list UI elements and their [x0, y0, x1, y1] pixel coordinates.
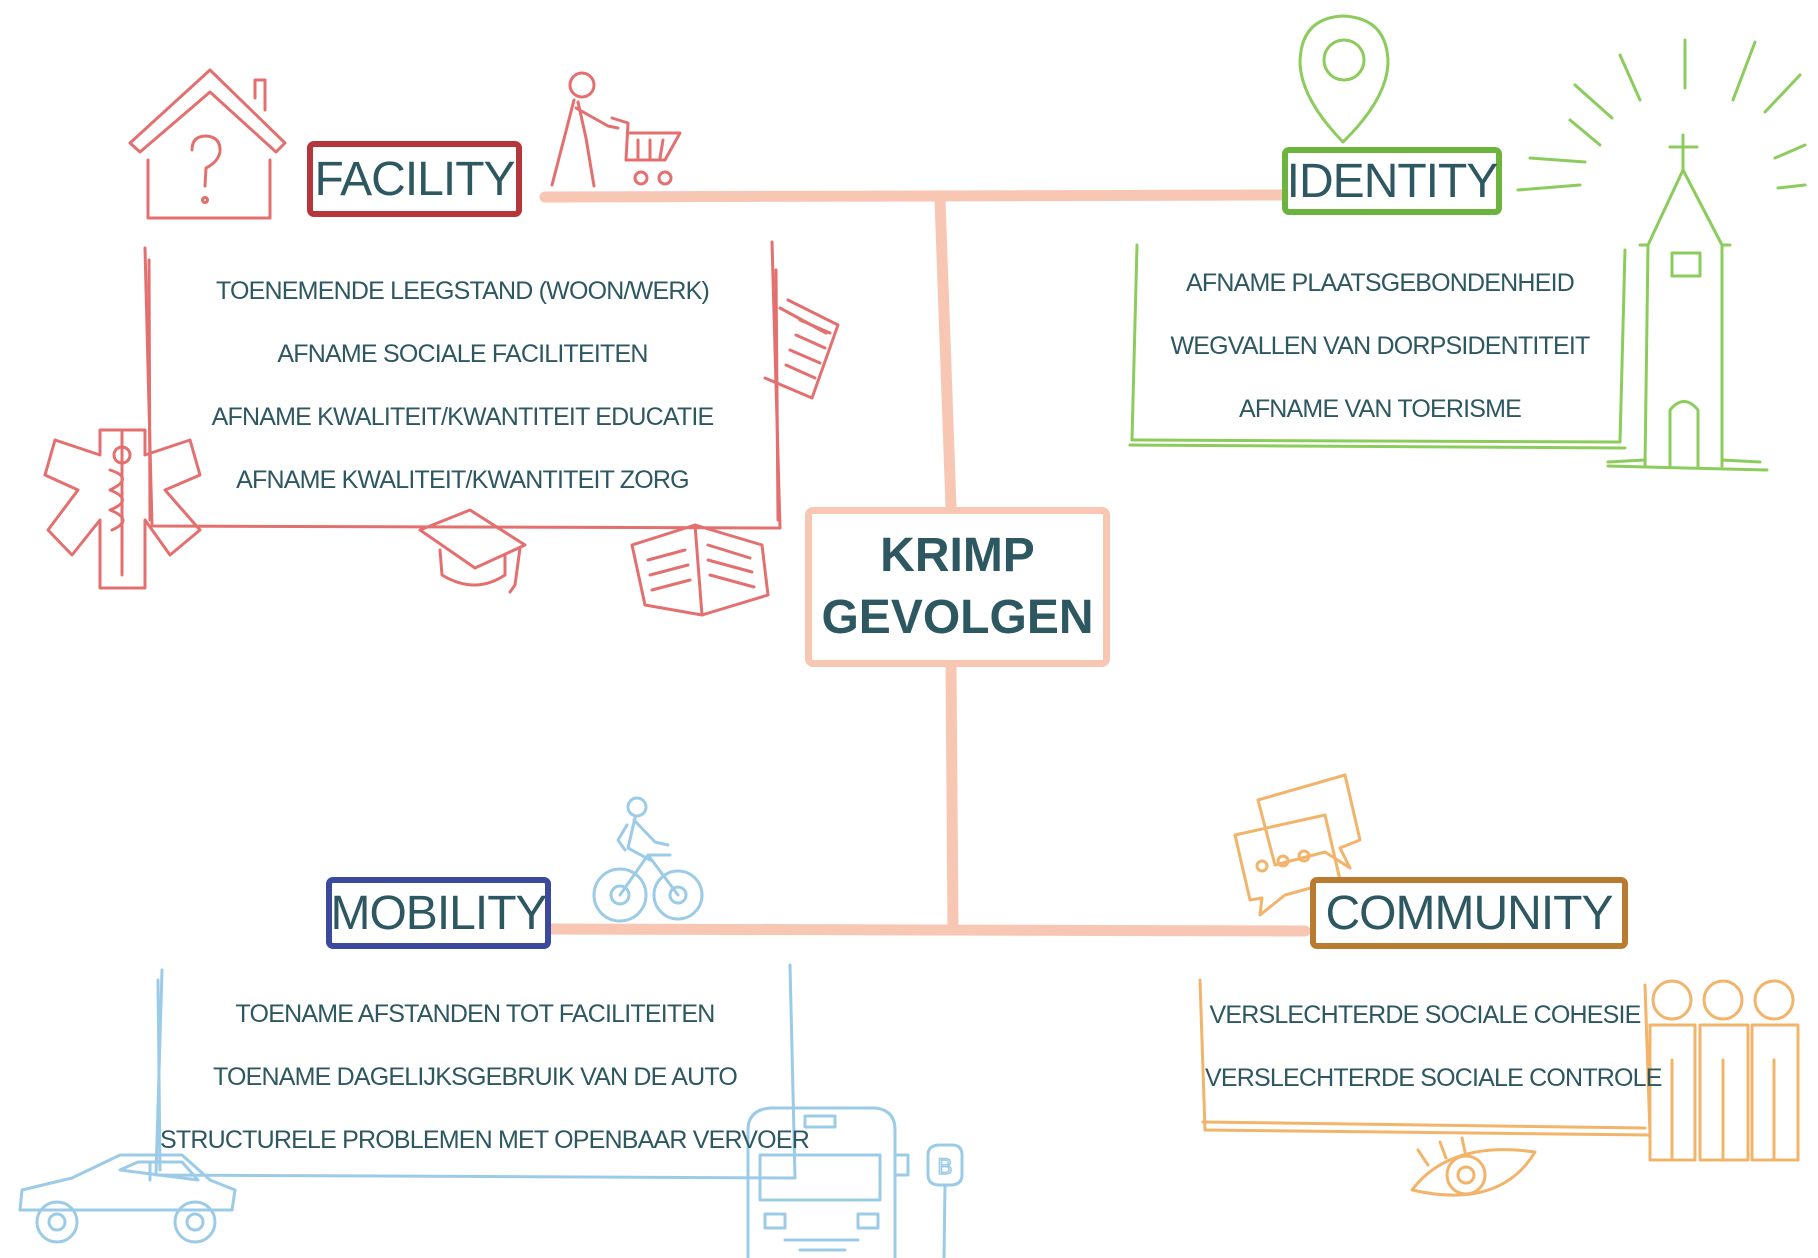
- mobility-label: MOBILITY: [326, 877, 551, 949]
- mobility-item: STRUCTURELE PROBLEMEN MET OPENBAAR VERVO…: [160, 1126, 810, 1154]
- community-panel-frame: [1198, 978, 1652, 1137]
- community-label-text: COMMUNITY: [1325, 886, 1614, 940]
- center-title-line2: GEVOLGEN: [821, 591, 1094, 644]
- identity-label-text: IDENTITY: [1286, 154, 1499, 208]
- mobility-item: TOENAME AFSTANDEN TOT FACILITEITEN: [235, 1000, 716, 1028]
- connector-lines: [539, 189, 1311, 937]
- eye-icon: [1410, 1136, 1537, 1197]
- shopper-cart-icon: [550, 71, 682, 188]
- open-book-icon: [630, 523, 770, 617]
- identity-label: IDENTITY: [1282, 147, 1502, 215]
- mobility-item: TOENAME DAGELIJKSGEBRUIK VAN DE AUTO: [212, 1063, 738, 1091]
- speech-bubbles-icon: [1233, 773, 1362, 917]
- mobility-label-text: MOBILITY: [330, 886, 547, 940]
- community-item: VERSLECHTERDE SOCIALE COHESIE: [1209, 1001, 1641, 1029]
- mobility-items: TOENAME AFSTANDEN TOT FACILITEITEN TOENA…: [160, 983, 810, 1172]
- church-rays: [1516, 38, 1807, 192]
- community-label: COMMUNITY: [1310, 877, 1628, 949]
- cyclist-icon: [592, 796, 704, 923]
- facility-label-text: FACILITY: [314, 152, 515, 206]
- facility-item: AFNAME SOCIALE FACILITEITEN: [277, 340, 648, 368]
- facility-item: AFNAME KWALITEIT/KWANTITEIT EDUCATIE: [211, 403, 715, 431]
- center-node: KRIMP GEVOLGEN: [805, 507, 1110, 667]
- identity-item: AFNAME PLAATSGEBONDENHEID: [1186, 269, 1575, 297]
- mobility-panel-frame: [154, 963, 797, 1180]
- identity-item: WEGVALLEN VAN DORPSIDENTITEIT: [1170, 332, 1590, 360]
- facility-items: TOENEMENDE LEEGSTAND (WOON/WERK) AFNAME …: [160, 260, 765, 512]
- facility-item: TOENEMENDE LEEGSTAND (WOON/WERK): [216, 277, 710, 305]
- bus-stop-letter: B: [938, 1154, 953, 1179]
- facility-label: FACILITY: [307, 141, 522, 217]
- newspaper-icon: [763, 298, 840, 400]
- house-question-icon: [128, 68, 287, 220]
- community-item: VERSLECHTERDE SOCIALE CONTROLE: [1205, 1064, 1662, 1092]
- identity-panel-frame: [1128, 243, 1627, 450]
- bus-stop-icon: [926, 1143, 964, 1258]
- facility-item: AFNAME KWALITEIT/KWANTITEIT ZORG: [236, 466, 689, 494]
- identity-item: AFNAME VAN TOERISME: [1238, 395, 1522, 423]
- center-title-line1: KRIMP: [880, 529, 1035, 582]
- community-items: VERSLECHTERDE SOCIALE COHESIE VERSLECHTE…: [1205, 984, 1662, 1110]
- graduation-cap-icon: [418, 508, 527, 594]
- church-icon: [1606, 133, 1769, 472]
- bus-icon: [746, 1106, 910, 1258]
- identity-items: AFNAME PLAATSGEBONDENHEID WEGVALLEN VAN …: [1142, 252, 1618, 441]
- people-group-icon: [1648, 979, 1800, 1162]
- map-pin-icon: [1298, 14, 1390, 144]
- car-icon: [18, 1153, 237, 1244]
- medical-star-icon: [43, 428, 202, 590]
- facility-panel-frame: [143, 240, 782, 530]
